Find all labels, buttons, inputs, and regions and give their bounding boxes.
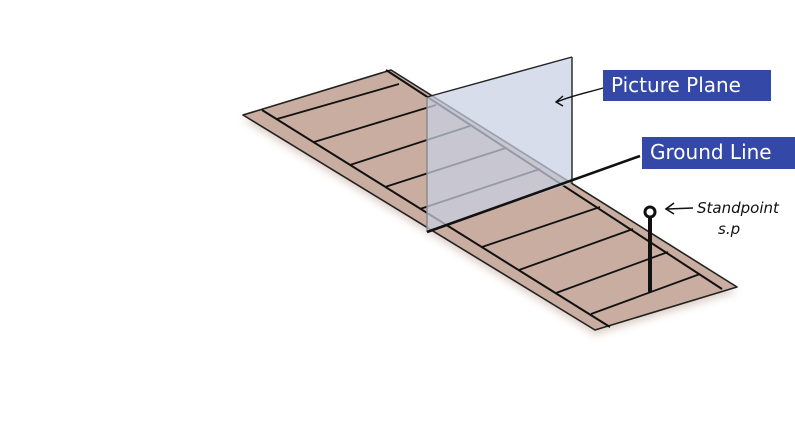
ground-line-label: Ground Line xyxy=(642,137,795,169)
standpoint-circle-icon xyxy=(643,205,657,219)
picture-plane-pointer-arrow xyxy=(556,87,604,103)
ground-line xyxy=(426,154,641,234)
standpoint-abbrev-label: s.p xyxy=(718,220,741,238)
picture-plane-top-edge xyxy=(426,56,573,98)
standpoint-label: Standpoint xyxy=(697,199,779,217)
picture-plane-arrowhead-icon xyxy=(554,95,564,107)
standpoint-arrow xyxy=(666,207,694,210)
picture-plane xyxy=(427,57,572,232)
picture-plane-label: Picture Plane xyxy=(603,70,771,101)
standpoint-arrowhead-icon xyxy=(664,202,675,215)
